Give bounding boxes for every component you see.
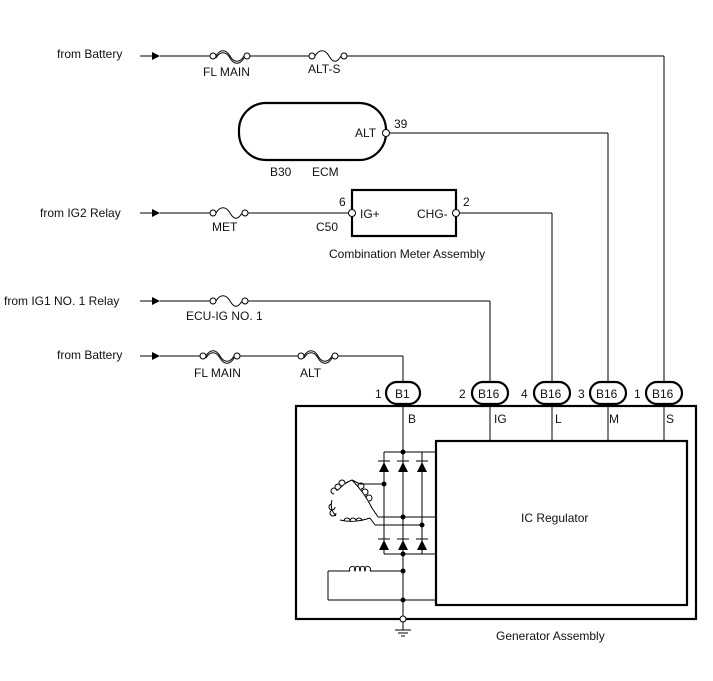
ecm-pin-number: 39 — [394, 117, 408, 131]
connector-pin-number: 3 — [578, 387, 585, 401]
ig1-circuit: from IG1 NO. 1 Relay ECU-IG NO. 1 — [4, 294, 491, 381]
ic-regulator-label: IC Regulator — [521, 511, 588, 525]
rotor-coil — [327, 565, 436, 603]
fl-main-fuse-bottom — [199, 350, 241, 364]
connector-b16-s: 1 B16 S — [634, 380, 684, 426]
met-fuse — [209, 207, 249, 219]
ecm-pin-alt-label: ALT — [355, 126, 377, 140]
terminal-label: IG — [494, 412, 507, 426]
connector-pin-number: 1 — [375, 387, 382, 401]
source-ig2-relay: from IG2 Relay — [40, 206, 121, 220]
meter-pin-chg-minus: CHG- — [417, 207, 448, 221]
fuse-alt: ALT — [300, 366, 322, 380]
ecm-connector: B30 — [270, 165, 292, 179]
terminal-label: M — [609, 412, 619, 426]
connector-code: B16 — [596, 387, 618, 401]
connector-code: B16 — [652, 387, 674, 401]
ecm-name: ECM — [312, 165, 339, 179]
fuse-met: MET — [212, 220, 238, 234]
connector-pin-number: 1 — [634, 387, 641, 401]
alt-s-fuse — [308, 50, 348, 62]
battery-bottom-circuit: from Battery FL MAIN ALT — [57, 348, 404, 381]
connector-pin-number: 2 — [459, 387, 466, 401]
rectifier-lower-diodes — [378, 538, 428, 550]
fuse-ecu-ig-no1: ECU-IG NO. 1 — [186, 309, 263, 323]
alt-fuse — [297, 350, 339, 364]
meter-connector: C50 — [316, 220, 338, 234]
connector-pin-number: 4 — [521, 387, 528, 401]
terminal-label: L — [555, 412, 562, 426]
meter-pin-2-number: 2 — [463, 195, 470, 209]
battery-top-circuit: from Battery FL MAIN ALT-S — [57, 47, 665, 381]
connector-code: B16 — [540, 387, 562, 401]
meter-name: Combination Meter Assembly — [329, 247, 485, 261]
meter-pin-6-number: 6 — [339, 195, 346, 209]
rectifier-upper-diodes — [378, 460, 428, 472]
connector-b16-l: 4 B16 L — [521, 380, 572, 426]
source-battery-top: from Battery — [57, 47, 122, 61]
fuse-alt-s: ALT-S — [308, 62, 340, 76]
fuse-fl-main-bottom: FL MAIN — [194, 366, 241, 380]
ecm-block: ALT 39 B30 ECM — [237, 101, 609, 381]
ig2-circuit: from IG2 Relay MET — [40, 206, 349, 234]
ic-regulator-block — [434, 439, 689, 607]
source-battery-bottom: from Battery — [57, 348, 122, 362]
connector-b1: 1 B1 B — [375, 380, 422, 426]
generator-assembly: IC Regulator — [294, 404, 698, 643]
ecu-ig-fuse — [209, 295, 249, 307]
connector-b16-ig: 2 B16 IG — [459, 380, 510, 426]
fl-main-fuse-top — [209, 50, 251, 64]
terminal-label: S — [666, 412, 674, 426]
connector-code: B1 — [395, 387, 410, 401]
connector-b16-m: 3 B16 M — [578, 380, 628, 426]
meter-pin-ig-plus: IG+ — [360, 207, 380, 221]
stator-windings — [328, 479, 379, 526]
connector-code: B16 — [478, 387, 500, 401]
generator-connectors: 1 B1 B 2 B16 IG 4 B16 L 3 B16 M 1 — [375, 380, 684, 426]
combination-meter-block: 6 IG+ CHG- 2 C50 Combination Meter Assem… — [316, 188, 553, 381]
source-ig1-relay: from IG1 NO. 1 Relay — [4, 294, 119, 308]
terminal-label: B — [408, 412, 416, 426]
fuse-fl-main-top: FL MAIN — [203, 65, 250, 79]
generator-assembly-label: Generator Assembly — [496, 629, 605, 643]
